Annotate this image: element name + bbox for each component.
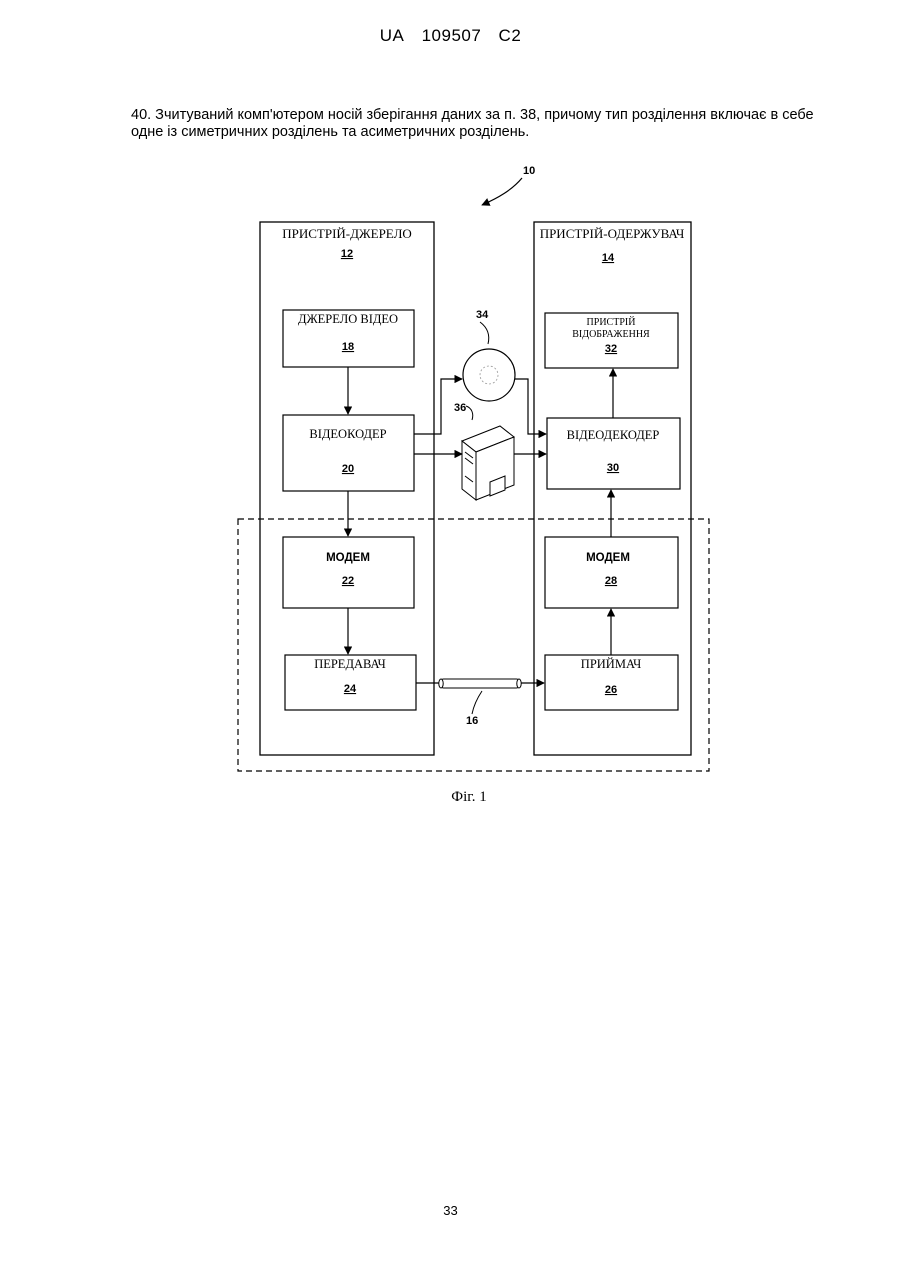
modem-rx-label: МОДЕМ — [586, 552, 630, 564]
figure-caption: Фіг. 1 — [451, 789, 486, 805]
modem-tx-label: МОДЕМ — [326, 552, 370, 564]
modem-rx-block — [545, 537, 678, 608]
video-encoder-label: ВІДЕОКОДЕР — [309, 427, 386, 441]
system-ref-arrow — [482, 178, 522, 205]
file-server-ref: 36 — [454, 402, 466, 414]
storage-disc-leader — [480, 322, 489, 344]
video-decoder-ref: 30 — [607, 462, 619, 474]
modem-tx-ref: 22 — [342, 575, 354, 587]
transmitter-label: ПЕРЕДАВАЧ — [314, 657, 386, 671]
transmitter-ref: 24 — [344, 683, 357, 695]
display-device-label-line2: ВІДОБРАЖЕННЯ — [572, 329, 650, 340]
video-encoder-ref: 20 — [342, 463, 354, 475]
video-decoder-label: ВІДЕОДЕКОДЕР — [567, 428, 660, 442]
arrow-storage-to-decoder — [515, 379, 546, 434]
file-server-leader — [466, 406, 473, 420]
destination-device-ref: 14 — [602, 252, 615, 264]
source-device-title: ПРИСТРІЙ-ДЖЕРЕЛО — [282, 226, 412, 241]
storage-disc-icon — [463, 349, 515, 401]
page-number: 33 — [0, 1203, 901, 1218]
file-server-icon — [462, 426, 514, 500]
source-device-ref: 12 — [341, 248, 353, 260]
destination-device-title: ПРИСТРІЙ-ОДЕРЖУВАЧ — [540, 226, 685, 241]
modem-tx-block — [283, 537, 414, 608]
modem-rx-ref: 28 — [605, 575, 617, 587]
channel-cable-icon — [416, 679, 544, 688]
receiver-ref: 26 — [605, 684, 617, 696]
video-source-ref: 18 — [342, 341, 354, 353]
display-device-ref: 32 — [605, 343, 617, 355]
video-source-label: ДЖЕРЕЛО ВІДЕО — [298, 312, 398, 326]
system-ref-label: 10 — [523, 165, 535, 177]
display-device-label-line1: ПРИСТРІЙ — [587, 316, 636, 328]
storage-disc-ref: 34 — [476, 309, 489, 321]
channel-ref: 16 — [466, 715, 478, 727]
receiver-label: ПРИЙМАЧ — [581, 657, 641, 671]
channel-leader — [472, 691, 482, 714]
